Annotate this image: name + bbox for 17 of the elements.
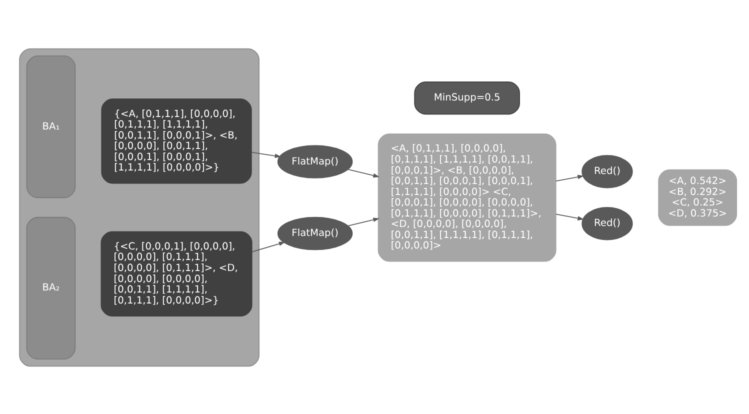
arrow <box>252 241 286 252</box>
node-ellipse: Red() <box>582 206 633 240</box>
arrow <box>348 217 380 226</box>
node-ellipse: FlatMap() <box>277 144 353 178</box>
node-box: BA₁ <box>26 54 76 198</box>
arrow <box>348 168 380 178</box>
node-ellipse: Red() <box>582 154 633 188</box>
node-box: <A, [0,1,1,1], [0,0,0,0], [0,1,1,1], [1,1,1,1], [0,0,1,1], [0,0,0,1]>, <B, [0,0,0,0], [0,0,1,1], [0,0,0,1], [0,0,0,1], [1,1,1,1], [0,0,0,0]> <C, [0,0,0,1], [0,0,0,0], [0,0,0,0], [0,1,1,1], [0,0,0,0], [0,1,1,1]>, <D, [0,0,0,0], [0,0,0,0], [0,0,1,1], [1,1,1,1], [0,1,1,1], [0,0,0,0]> <box>378 133 556 262</box>
node-box: BA₂ <box>26 216 76 360</box>
node-box: {<A, [0,1,1,1], [0,0,0,0], [0,1,1,1], [1,1,1,1], [0,0,1,1], [0,0,0,1]>, <B, [0,0,0,0], [0,0,1,1], [0,0,0,1], [0,0,0,1], [1,1,1,1], [0,0,0,0]>} <box>101 98 252 184</box>
cluster <box>19 48 260 366</box>
node-box: {<C, [0,0,0,1], [0,0,0,0], [0,0,0,0], [0,1,1,1], [0,0,0,0], [0,1,1,1]>, <D, [0,0,0,0], [0,0,0,0], [0,0,1,1], [1,1,1,1], [0,1,1,1], [0,0,0,0]>} <box>100 230 252 316</box>
arrow <box>556 174 584 182</box>
node-box: <A, 0.542> <B, 0.292> <C, 0.25> <D, 0.375> <box>658 168 738 226</box>
node-box: MinSupp=0.5 <box>414 81 520 114</box>
arrow <box>556 213 584 220</box>
arrow <box>251 151 282 158</box>
